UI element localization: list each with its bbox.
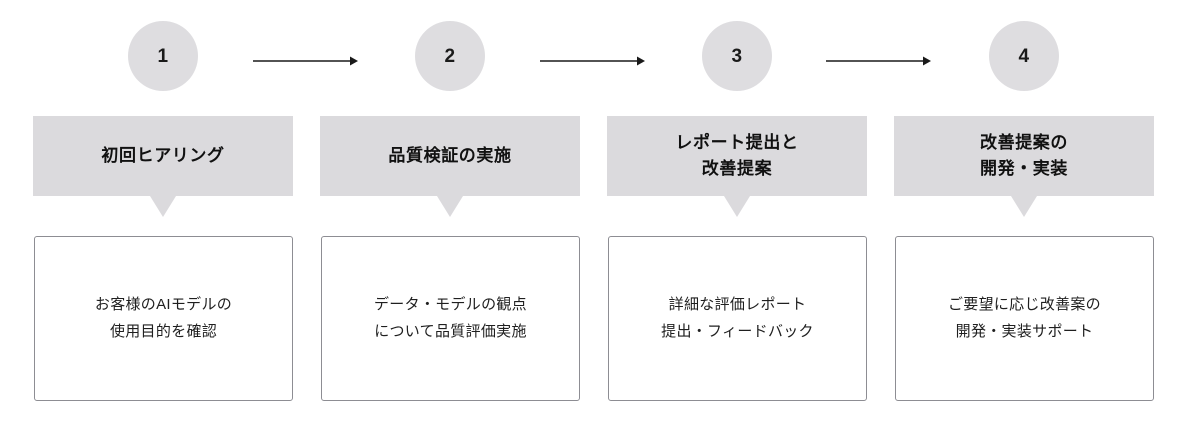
step-banner-2: 品質検証の実施	[320, 116, 580, 217]
step-banner-body-4: 改善提案の 開発・実装	[894, 116, 1154, 196]
step-number-circle-2: 2	[415, 21, 485, 91]
step-number-circle-3: 3	[702, 21, 772, 91]
step-banner-1: 初回ヒアリング	[33, 116, 293, 217]
arrow-right-icon-1-to-2	[253, 55, 358, 67]
step-body-text-3: 詳細な評価レポート 提出・フィードバック	[661, 296, 814, 340]
step-banner-4: 改善提案の 開発・実装	[894, 116, 1154, 217]
arrow-right-icon-3-to-4	[826, 55, 931, 67]
step-body-text-1: お客様のAIモデルの 使用目的を確認	[94, 296, 233, 340]
step-number-label-2: 2	[444, 45, 456, 67]
step-title-2: 品質検証の実施	[388, 145, 512, 165]
arrow-right-icon-2-to-3	[540, 55, 645, 67]
step-banner-body-3: レポート提出と 改善提案	[607, 116, 867, 196]
flow-step-2: 2 品質検証の実施 データ・モデルの観点 について品質評価実施	[320, 0, 580, 442]
step-number-label-1: 1	[157, 45, 169, 67]
step-title-3: レポート提出と 改善提案	[675, 132, 799, 178]
step-number-circle-1: 1	[128, 21, 198, 91]
step-title-1: 初回ヒアリング	[101, 145, 225, 165]
step-content-box-4: ご要望に応じ改善案の 開発・実装サポート	[895, 236, 1154, 401]
flow-step-4: 4 改善提案の 開発・実装 ご要望に応じ改善案の 開発・実装サポート	[894, 0, 1154, 442]
step-banner-body-1: 初回ヒアリング	[33, 116, 293, 196]
banner-pointer-icon-3	[724, 196, 750, 217]
flow-step-3: 3 レポート提出と 改善提案 詳細な評価レポート 提出・フィードバック	[607, 0, 867, 442]
step-number-circle-4: 4	[989, 21, 1059, 91]
banner-pointer-icon-2	[437, 196, 463, 217]
step-body-text-4: ご要望に応じ改善案の 開発・実装サポート	[947, 296, 1101, 340]
step-body-text-2: データ・モデルの観点 について品質評価実施	[373, 296, 527, 340]
flow-step-1: 1 初回ヒアリング お客様のAIモデルの 使用目的を確認	[33, 0, 293, 442]
banner-pointer-icon-4	[1011, 196, 1037, 217]
step-banner-3: レポート提出と 改善提案	[607, 116, 867, 217]
step-content-box-1: お客様のAIモデルの 使用目的を確認	[34, 236, 293, 401]
step-number-label-4: 4	[1018, 45, 1030, 67]
step-number-label-3: 3	[731, 45, 743, 67]
step-content-box-2: データ・モデルの観点 について品質評価実施	[321, 236, 580, 401]
step-banner-body-2: 品質検証の実施	[320, 116, 580, 196]
banner-pointer-icon-1	[150, 196, 176, 217]
step-title-4: 改善提案の 開発・実装	[980, 132, 1068, 178]
step-content-box-3: 詳細な評価レポート 提出・フィードバック	[608, 236, 867, 401]
